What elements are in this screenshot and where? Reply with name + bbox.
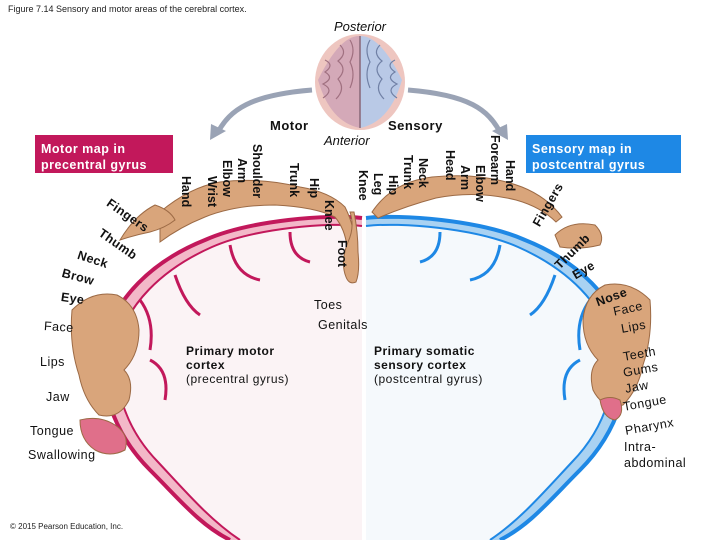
motor-label-jaw: Jaw	[46, 390, 70, 404]
sensory-label-neck: Neck	[416, 158, 430, 188]
sensory-cortex-label-line2: sensory cortex	[374, 358, 467, 372]
motor-arrow	[215, 87, 313, 134]
motor-map-title-box: Motor map in precentral gyrus	[35, 135, 173, 173]
copyright: © 2015 Pearson Education, Inc.	[10, 522, 124, 531]
motor-label-hand: Hand	[179, 176, 193, 208]
motor-label-face: Face	[43, 318, 75, 336]
sensory-label-elbow: Elbow	[473, 165, 487, 202]
motor-label-hip: Hip	[307, 178, 321, 199]
brain-top-view-icon	[315, 34, 405, 130]
motor-label-knee: Knee	[322, 200, 336, 231]
sensory-map-title-line2: postcentral gyrus	[532, 158, 646, 172]
posterior-label: Posterior	[333, 19, 387, 34]
motor-label-tongue: Tongue	[30, 424, 75, 438]
motor-cortex-label-line3: (precentral gyrus)	[186, 372, 290, 386]
anterior-label: Anterior	[324, 133, 370, 148]
motor-label-wrist: Wrist	[205, 176, 219, 208]
sensory-label-arm: Arm	[458, 165, 472, 191]
motor-label-swallowing: Swallowing	[28, 448, 96, 462]
sensory-label-trunk: Trunk	[401, 155, 415, 190]
sensory-label-leg: Leg	[371, 173, 385, 196]
sensory-arrowhead	[492, 124, 508, 140]
sensory-label-forearm: Forearm	[488, 135, 502, 186]
sensory-heading: Sensory	[388, 118, 443, 133]
sensory-label-hip: Hip	[386, 175, 400, 196]
sensory-label-abdominal: abdominal	[624, 456, 687, 470]
sensory-map-title-line1: Sensory map in	[532, 142, 633, 156]
motor-heading: Motor	[270, 118, 309, 133]
midline-label-genitals: Genitals	[318, 318, 368, 332]
motor-map-title-line1: Motor map in	[41, 142, 126, 156]
sensory-label-intra: Intra-	[624, 440, 657, 454]
motor-label-elbow: Elbow	[220, 160, 234, 197]
midline-label-foot: Foot	[335, 240, 349, 268]
motor-label-arm: Arm	[235, 158, 249, 184]
sensory-homunculus-icon	[371, 175, 652, 421]
sensory-map-title-box: Sensory map in postcentral gyrus	[526, 135, 681, 173]
sensory-label-hand: Hand	[503, 160, 517, 192]
foot-icon	[342, 211, 360, 284]
motor-label-trunk: Trunk	[287, 163, 301, 198]
motor-label-lips: Lips	[40, 355, 65, 369]
motor-cortex-label: Primary motor cortex (precentral gyrus)	[186, 344, 289, 386]
motor-arrowhead	[210, 124, 226, 140]
motor-label-shoulder: Shoulder	[250, 144, 264, 199]
motor-cortex-label-line1: Primary motor	[186, 344, 275, 358]
midline-label-toes: Toes	[314, 298, 343, 312]
sensory-label-head: Head	[443, 150, 457, 181]
sensory-cortex-label: Primary somatic sensory cortex (postcent…	[374, 344, 483, 386]
motor-map-title-line2: precentral gyrus	[41, 158, 147, 172]
sensory-arrow	[407, 87, 503, 134]
figure-caption: Figure 7.14 Sensory and motor areas of t…	[8, 4, 247, 14]
sensory-cortex-label-line1: Primary somatic	[374, 344, 475, 358]
sensory-label-knee: Knee	[356, 170, 370, 201]
motor-cortex-slice	[101, 214, 363, 540]
sensory-cortex-label-line3: (postcentral gyrus)	[374, 372, 483, 386]
motor-cortex-label-line2: cortex	[186, 358, 226, 372]
